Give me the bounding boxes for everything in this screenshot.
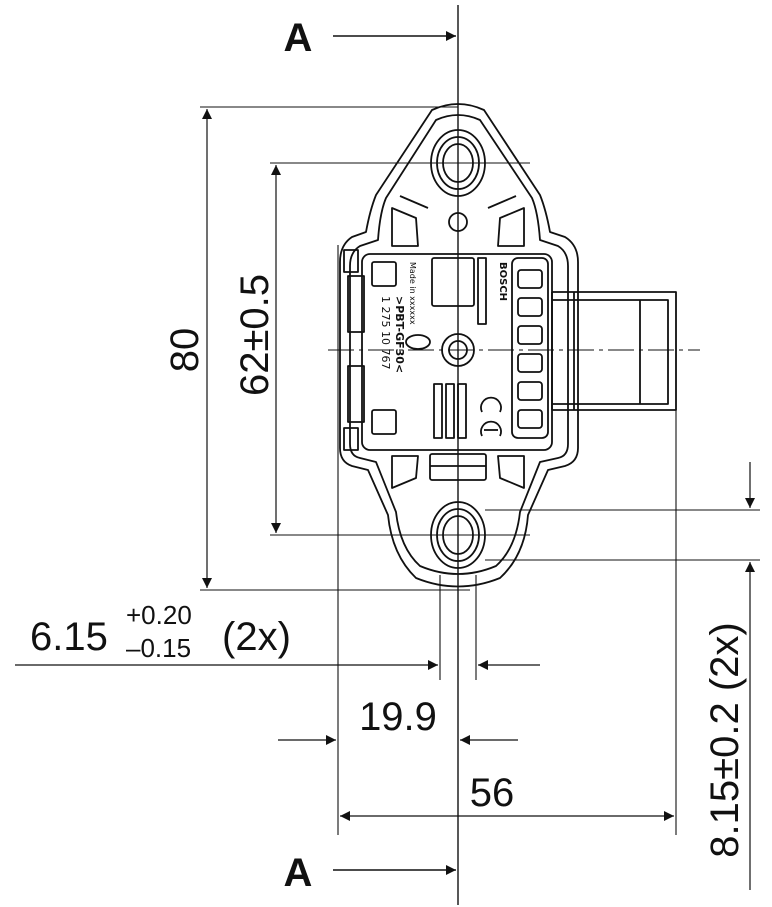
sensor-face-labels: 1 275 10 767 >PBT-GF30< Made in xxxxxx B… xyxy=(379,262,508,373)
section-label-top: A xyxy=(284,16,313,60)
center-lines xyxy=(328,162,700,536)
dim-hole-diameter-base: 6.15 xyxy=(30,615,108,659)
dim-overall-width: 56 xyxy=(470,771,515,815)
dim-hole-diameter-upper-tol: +0.20 xyxy=(126,600,192,630)
dim-hole-spacing: 62±0.5 xyxy=(233,274,277,396)
label-part-number: 1 275 10 767 xyxy=(379,296,392,369)
connector-plug xyxy=(551,291,677,411)
sensor-housing xyxy=(339,103,579,588)
dim-hole-diameter-count: (2x) xyxy=(222,615,291,659)
label-origin: Made in xxxxxx xyxy=(408,262,417,325)
label-brand: BOSCH xyxy=(497,262,508,301)
dim-hole-diameter-lower-tol: –0.15 xyxy=(126,633,191,663)
lower-hole-outer xyxy=(430,501,486,569)
dim-overall-height: 80 xyxy=(163,328,207,373)
label-material: >PBT-GF30< xyxy=(393,296,406,373)
section-label-bottom: A xyxy=(284,851,313,895)
upper-hole-outer xyxy=(430,129,486,197)
dim-edge-offset: 8.15±0.2 (2x) xyxy=(703,622,747,857)
dimension-lines xyxy=(15,109,755,890)
dim-offset-width: 19.9 xyxy=(359,695,437,739)
extension-lines xyxy=(200,106,760,835)
dim-hole-diameter-group: 6.15 +0.20 –0.15 (2x) xyxy=(30,600,291,663)
